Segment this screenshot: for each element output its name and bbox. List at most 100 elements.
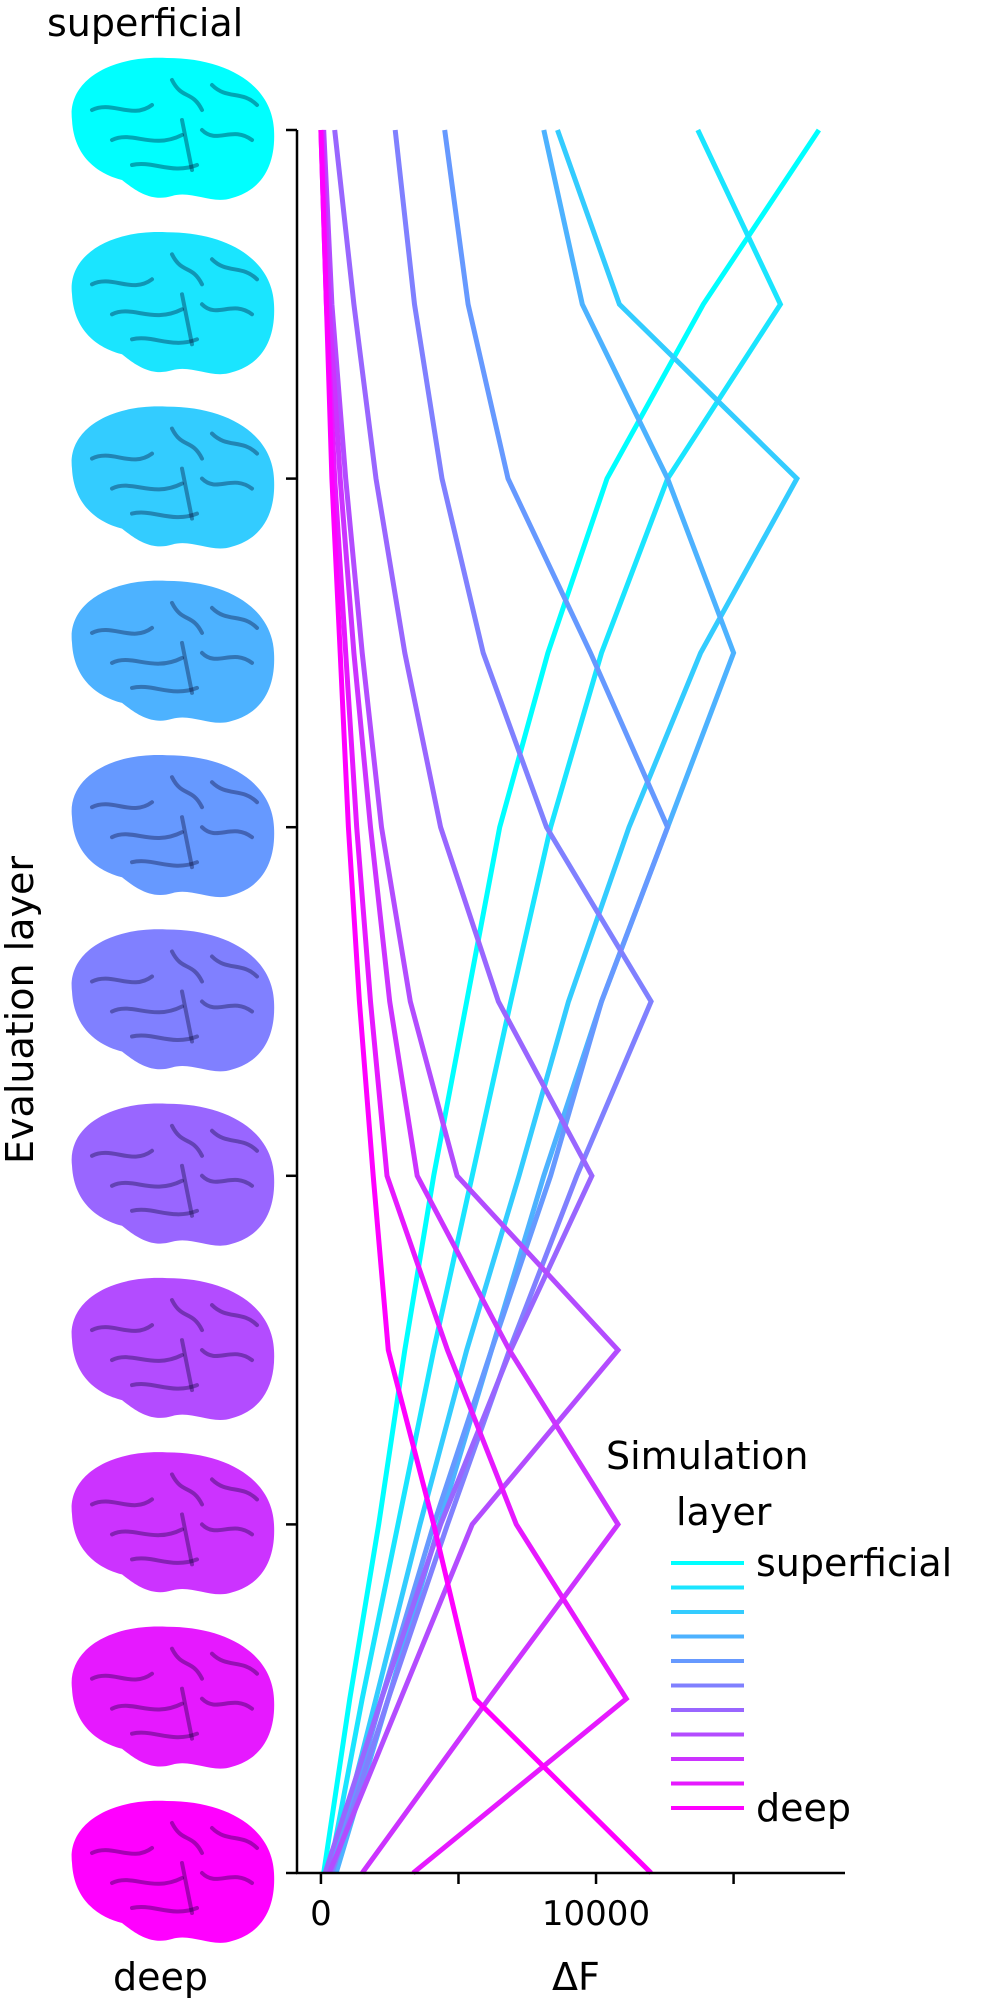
brain-sulcus [130, 1033, 199, 1042]
brain-sulcus [130, 1207, 199, 1217]
series-line-9 [319, 129, 622, 1875]
series-line-5 [329, 129, 671, 1874]
brain-sulcus [180, 292, 194, 347]
brain-sulcus [110, 1701, 184, 1712]
brain-sulcus [210, 780, 259, 805]
brain-image [71, 580, 275, 723]
brain-sulcus [180, 989, 194, 1044]
brain-sulcus [210, 605, 259, 630]
brain-image [71, 1452, 275, 1595]
brain-sulcus [210, 1477, 259, 1502]
brain-sulcus [210, 954, 259, 979]
brain-sulcus [130, 1556, 199, 1565]
axes [286, 128, 845, 1884]
y-bottom-label: deep [113, 1955, 208, 1999]
brain-image [71, 929, 275, 1072]
brain-sulcus [130, 684, 199, 694]
brain-sulcus [210, 83, 259, 107]
brain-sulcus [130, 510, 199, 520]
brain-sulcus [210, 1128, 259, 1153]
legend-title-line2: layer [676, 1490, 772, 1534]
brain-shape [71, 1626, 275, 1769]
brain-sulcus [130, 1730, 199, 1740]
x-axis-label: ΔF [552, 1955, 600, 1999]
brain-sulcus [90, 1148, 154, 1159]
legend-title-line1: Simulation [606, 1434, 809, 1478]
brain-sulcus [180, 1512, 194, 1567]
brain-image [71, 1277, 275, 1421]
brain-image [71, 232, 275, 375]
series-line-2 [326, 128, 784, 1874]
brain-shape [71, 1277, 275, 1421]
brain-image [71, 406, 275, 549]
brain-sulcus [90, 1671, 154, 1682]
brain-shape [71, 1452, 275, 1595]
brain-sulcus [170, 949, 204, 984]
brain-shape [71, 406, 275, 549]
brain-sulcus [210, 257, 259, 282]
brain-image [71, 754, 275, 898]
brain-sulcus [110, 1004, 184, 1015]
brain-sulcus [200, 1173, 254, 1188]
brain-sulcus [180, 1338, 194, 1393]
brain-shape [71, 57, 275, 200]
brain-sulcus [200, 476, 254, 491]
brain-sulcus [90, 277, 154, 288]
y-top-label: superficial [47, 1, 244, 45]
brain-shape [71, 232, 275, 375]
brain-sulcus [110, 655, 184, 666]
brain-sulcus [90, 451, 154, 462]
brain-sulcus [130, 1382, 199, 1391]
brain-image [71, 57, 275, 200]
brain-sulcus [90, 625, 154, 636]
brain-sulcus [90, 800, 154, 810]
brain-shape [71, 580, 275, 723]
series-line-6 [329, 129, 654, 1874]
brain-sulcus [200, 1522, 254, 1537]
brain-sulcus [130, 336, 199, 345]
brain-sulcus [90, 974, 154, 985]
brain-sulcus [170, 1821, 204, 1855]
brain-sulcus [200, 128, 254, 142]
brain-sulcus [90, 1846, 154, 1856]
series-line-7 [322, 129, 595, 1874]
brain-shape [71, 1800, 275, 1943]
brain-images [71, 57, 275, 1943]
brain-shape [71, 754, 275, 898]
brain-sulcus [210, 431, 259, 456]
brain-sulcus [110, 1876, 184, 1886]
series-line-3 [329, 129, 801, 1874]
brain-image [71, 1626, 275, 1769]
brain-sulcus [130, 859, 199, 868]
x-tick-label-0: 0 [310, 1894, 332, 1934]
brain-sulcus [110, 481, 184, 492]
brain-sulcus [200, 825, 254, 840]
brain-sulcus [170, 252, 204, 287]
brain-shape [71, 1103, 275, 1246]
legend-label-superficial: superficial [756, 1541, 953, 1585]
brain-image [71, 1800, 275, 1943]
brain-sulcus [90, 103, 154, 113]
brain-sulcus [90, 1497, 154, 1508]
brain-sulcus [90, 1323, 154, 1333]
brain-sulcus [180, 640, 194, 695]
x-tick-label-10000: 10000 [541, 1894, 651, 1934]
brain-sulcus [110, 307, 184, 318]
brain-sulcus [110, 1353, 184, 1363]
legend [671, 1561, 744, 1810]
series-lines [318, 128, 821, 1875]
brain-sulcus [170, 78, 204, 112]
brain-sulcus [200, 302, 254, 317]
brain-sulcus [200, 650, 254, 665]
brain-sulcus [200, 999, 254, 1014]
legend-label-deep: deep [756, 1786, 851, 1830]
brain-sulcus [200, 1348, 254, 1363]
brain-image [71, 1103, 275, 1246]
brain-sulcus [110, 1178, 184, 1189]
brain-sulcus [200, 1696, 254, 1711]
brain-sulcus [180, 1163, 194, 1218]
series-line-11 [318, 129, 653, 1875]
brain-sulcus [180, 1861, 194, 1915]
brain-sulcus [110, 133, 184, 143]
